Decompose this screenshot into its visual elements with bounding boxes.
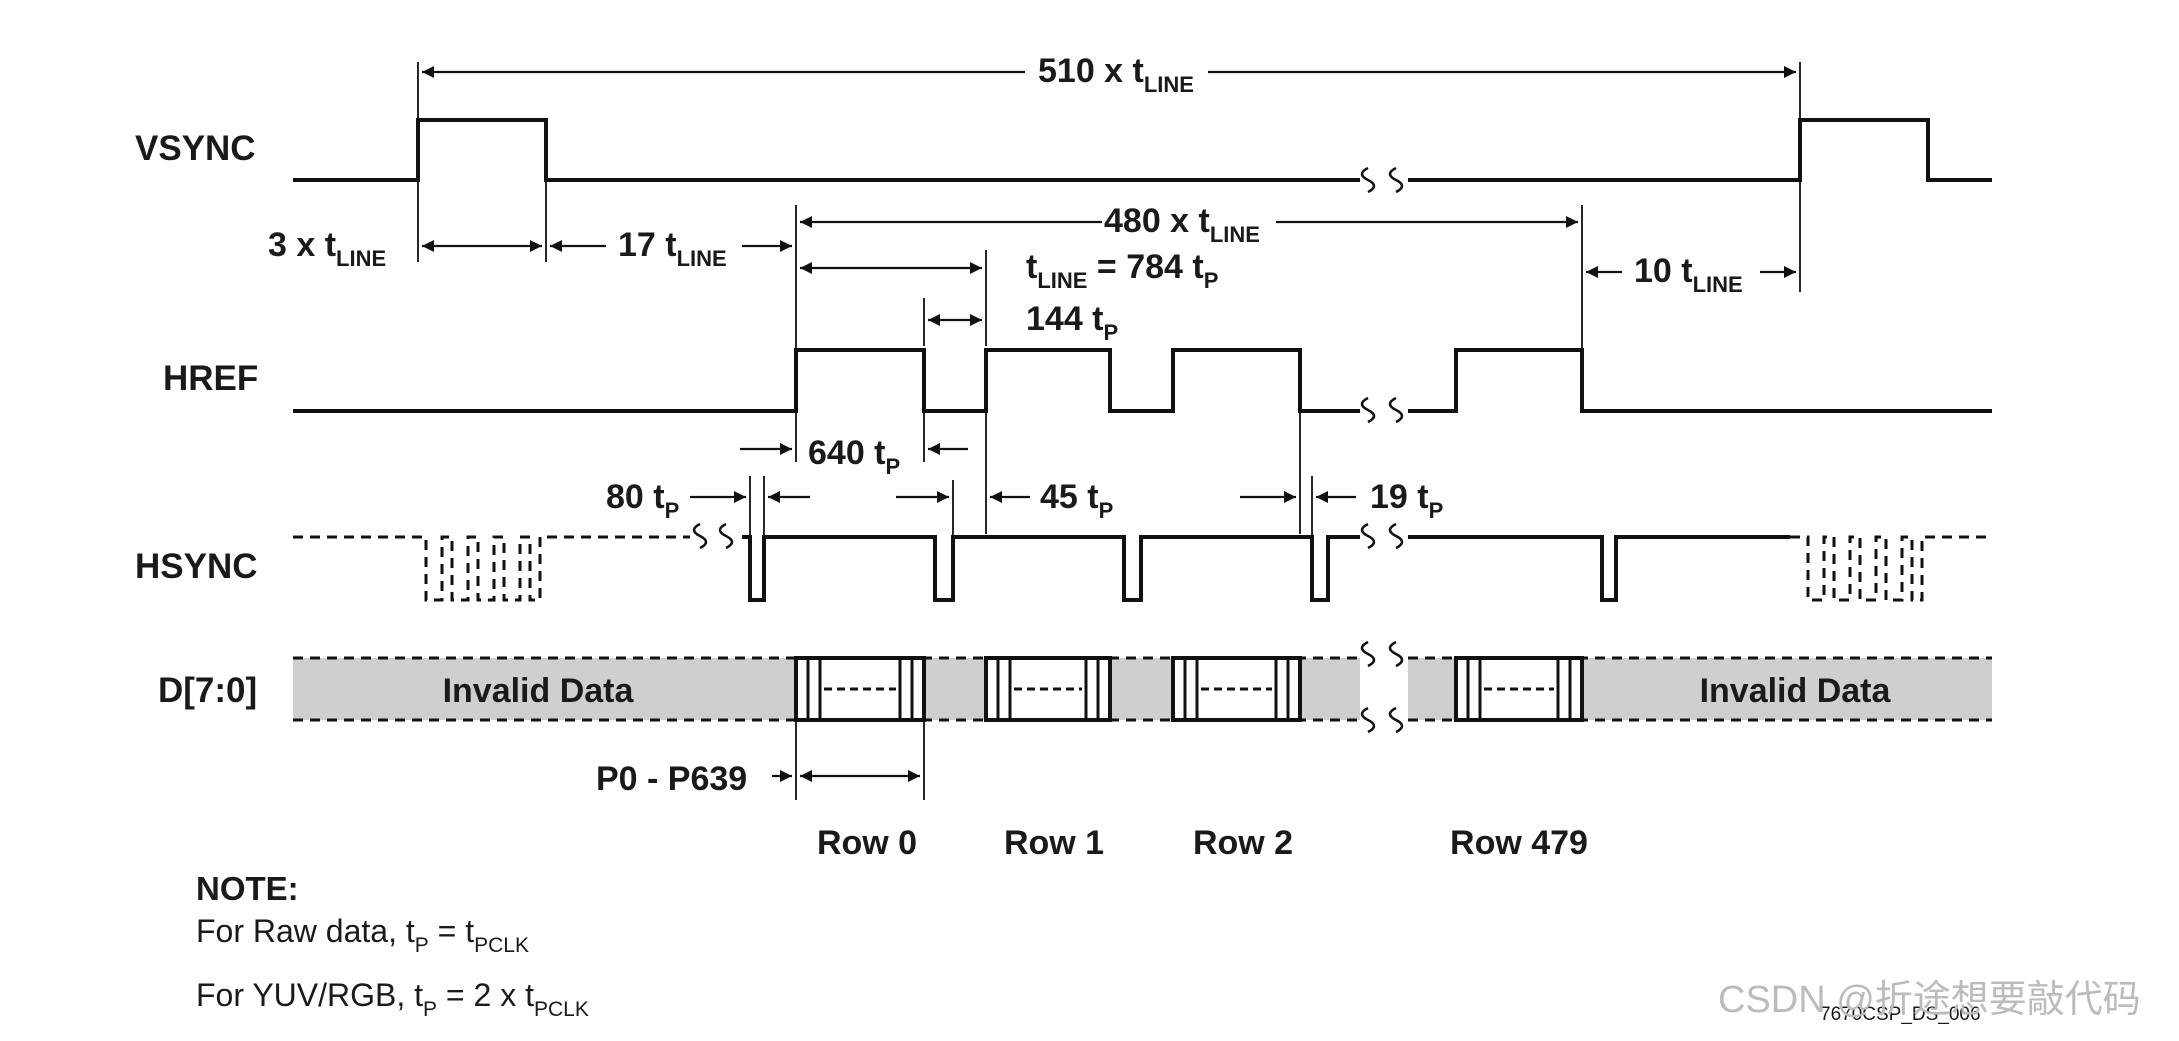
row-1-label: Row 1 [1004,824,1104,862]
row-479-label: Row 479 [1450,824,1588,862]
pixel-range-label: P0 - P639 [596,760,747,798]
figure-id: 7670CSP_DS_006 [1820,1004,1981,1025]
watermark: CSDN @折途想要敲代码 [1718,979,2141,1021]
data-break-mark-top [1360,640,1404,668]
vsync-back-porch-label: 17 tLINE [618,226,727,271]
horizontal-blank-label: 144 tP [1026,300,1118,345]
vsync-label: VSYNC [135,129,256,168]
data-bus-waveform: Invalid Data Invalid Data [293,640,1992,734]
vsync-break-mark [1360,166,1404,194]
hsync-back-porch-label: 45 tP [1040,478,1113,523]
row-2-data-block [1171,656,1302,722]
invalid-data-left: Invalid Data [443,672,635,710]
row-2-label: Row 2 [1193,824,1293,862]
dimension-arrows [422,66,1796,782]
vsync-front-porch-label: 10 tLINE [1634,252,1743,297]
active-lines-label: 480 x tLINE [1104,202,1260,247]
hsync-width-label: 80 tP [606,478,679,523]
row-479-data-block [1454,656,1584,722]
href-label: HREF [163,359,258,398]
extension-lines [417,62,1801,800]
line-period-label: tLINE = 784 tP [1026,248,1218,293]
row-0-label: Row 0 [817,824,917,862]
href-waveform [293,348,1992,424]
hsync-front-porch-label: 19 tP [1370,478,1443,523]
vsync-width-label: 3 x tLINE [268,226,386,271]
href-break-mark [1360,396,1404,424]
row-1-data-block [984,656,1112,722]
note-title: NOTE: [196,870,299,907]
frame-period-label: 510 x tLINE [1038,52,1194,97]
note-yuv-rgb: For YUV/RGB, tP = 2 x tPCLK [196,977,589,1021]
horizontal-active-label: 640 tP [808,434,900,479]
hsync-break-mark-b [1360,522,1404,550]
invalid-data-right: Invalid Data [1700,672,1892,710]
data-bus-label: D[7:0] [158,671,257,710]
hsync-waveform [293,522,1992,602]
vsync-waveform [293,118,1992,194]
row-0-data-block [794,656,926,722]
note-raw-data: For Raw data, tP = tPCLK [196,913,529,957]
data-break-mark-bottom [1360,706,1404,734]
hsync-break-mark-a [692,522,734,550]
hsync-label: HSYNC [135,547,258,586]
